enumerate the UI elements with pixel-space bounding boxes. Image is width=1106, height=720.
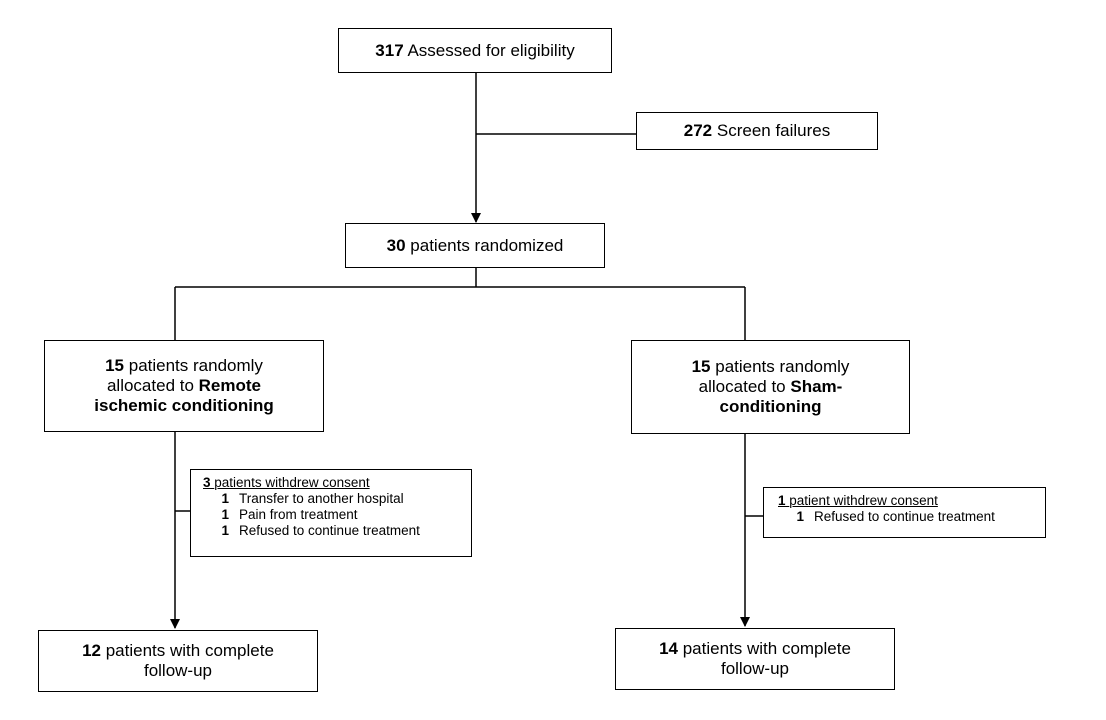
right-arm-line1: patients randomly — [715, 357, 850, 376]
item-count: 1 — [221, 523, 229, 538]
left-followup-count: 12 — [82, 641, 101, 660]
right-arm-line2: allocated to — [698, 377, 786, 396]
right-followup-line1: patients with complete — [682, 639, 851, 658]
right-followup-line2: follow-up — [720, 659, 790, 678]
randomized-text: patients randomized — [410, 235, 564, 255]
withdrawal-item: 1 Transfer to another hospital — [203, 491, 471, 507]
withdrawal-item: 1 Refused to continue treatment — [778, 509, 1045, 525]
item-reason: Refused to continue treatment — [239, 523, 420, 538]
left-arm-line1: patients randomly — [128, 356, 263, 375]
assessed-text: Assessed for eligibility — [407, 40, 575, 60]
item-count: 1 — [221, 507, 229, 522]
right-arm-count: 15 — [691, 357, 711, 376]
right-arm-bold3: conditioning — [719, 397, 822, 416]
item-count: 1 — [221, 491, 229, 506]
item-reason: Pain from treatment — [239, 507, 358, 522]
right-followup-box: 14 patients with complete follow-up — [615, 628, 895, 690]
assessed-box: 317 Assessed for eligibility — [338, 28, 612, 73]
left-arm-box: 15 patients randomly allocated to Remote… — [44, 340, 324, 432]
withdrawal-item: 1 Refused to continue treatment — [203, 523, 471, 539]
item-reason: Transfer to another hospital — [239, 491, 404, 506]
right-withdrawal-count: 1 — [778, 493, 786, 508]
item-reason: Refused to continue treatment — [814, 509, 995, 524]
assessed-count: 317 — [375, 40, 404, 60]
right-arm-box: 15 patients randomly allocated to Sham- … — [631, 340, 910, 434]
item-count: 1 — [796, 509, 804, 524]
randomized-box: 30 patients randomized — [345, 223, 605, 268]
left-withdrawal-count: 3 — [203, 475, 211, 490]
left-followup-line1: patients with complete — [105, 641, 274, 660]
left-arm-bold3: ischemic conditioning — [94, 396, 274, 415]
left-arm-bold2: Remote — [198, 376, 262, 395]
left-arm-line2: allocated to — [106, 376, 194, 395]
screen-failures-count: 272 — [683, 121, 713, 140]
right-arm-bold2: Sham- — [790, 377, 843, 396]
left-followup-box: 12 patients with complete follow-up — [38, 630, 318, 692]
left-followup-line2: follow-up — [143, 661, 213, 680]
left-withdrawal-text: patients withdrew consent — [214, 475, 370, 490]
left-withdrawal-box: 3 patients withdrew consent 1 Transfer to… — [190, 469, 472, 557]
right-withdrawal-text: patient withdrew consent — [789, 493, 938, 508]
randomized-count: 30 — [386, 235, 406, 255]
right-withdrawal-header: 1 patient withdrew consent — [778, 493, 1045, 509]
withdrawal-item: 1 Pain from treatment — [203, 507, 471, 523]
right-followup-count: 14 — [659, 639, 678, 658]
screen-failures-text: Screen failures — [716, 121, 831, 140]
left-arm-count: 15 — [105, 356, 124, 375]
screen-failures-box: 272 Screen failures — [636, 112, 878, 150]
left-withdrawal-header: 3 patients withdrew consent — [203, 475, 471, 491]
